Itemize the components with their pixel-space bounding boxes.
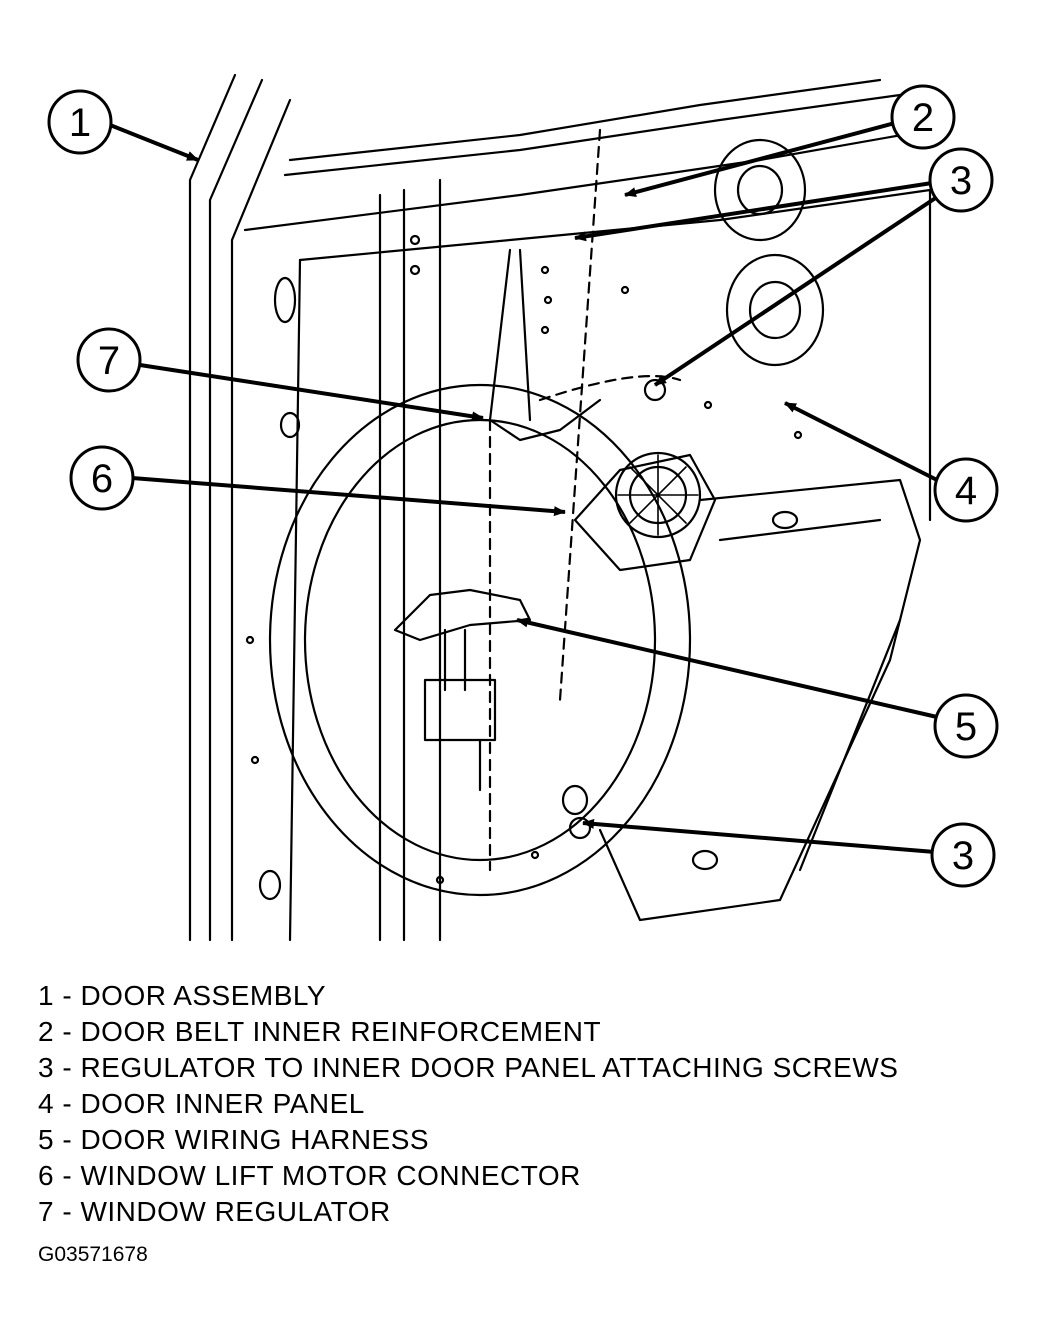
callout-1-number: 1 bbox=[69, 101, 91, 145]
legend-item-4: 4 - DOOR INNER PANEL bbox=[38, 1088, 365, 1119]
leader-line-5 bbox=[516, 617, 938, 719]
leader-line-7 bbox=[139, 363, 484, 422]
leader-line-1 bbox=[109, 123, 199, 162]
door-diagram: 1 2 3 3 4 5 6 7 bbox=[47, 73, 999, 942]
legend: 1 - DOOR ASSEMBLY 2 - DOOR BELT INNER RE… bbox=[38, 978, 898, 1230]
callout-5-number: 5 bbox=[955, 705, 977, 749]
callout-5: 5 bbox=[933, 693, 999, 759]
callout-2: 2 bbox=[890, 84, 956, 150]
callout-6-number: 6 bbox=[91, 457, 113, 501]
legend-item-2: 2 - DOOR BELT INNER REINFORCEMENT bbox=[38, 1016, 602, 1047]
legend-item-5: 5 - DOOR WIRING HARNESS bbox=[38, 1124, 430, 1155]
legend-item-3: 3 - REGULATOR TO INNER DOOR PANEL ATTACH… bbox=[38, 1052, 899, 1083]
callout-3-top-number: 3 bbox=[950, 159, 972, 203]
leader-line-3c bbox=[582, 818, 936, 854]
leader-line-4 bbox=[784, 401, 938, 482]
callout-4: 4 bbox=[933, 457, 999, 523]
leader-line-3b bbox=[653, 193, 942, 387]
callout-7: 7 bbox=[76, 327, 142, 393]
leader-line-6 bbox=[131, 476, 566, 517]
leader-line-3a bbox=[574, 181, 933, 242]
callout-6: 6 bbox=[69, 445, 135, 511]
door-line-art bbox=[188, 73, 932, 942]
legend-item-6: 6 - WINDOW LIFT MOTOR CONNECTOR bbox=[38, 1160, 581, 1191]
callout-2-number: 2 bbox=[912, 96, 934, 140]
callout-3-bottom: 3 bbox=[930, 822, 996, 888]
legend-item-1: 1 - DOOR ASSEMBLY bbox=[38, 980, 327, 1011]
callout-7-number: 7 bbox=[98, 339, 120, 383]
leader-lines bbox=[109, 121, 942, 854]
callout-3-bottom-number: 3 bbox=[952, 834, 974, 878]
figure-id: G03571678 bbox=[38, 1243, 148, 1266]
leader-line-2 bbox=[624, 121, 896, 197]
callout-3-top: 3 bbox=[928, 147, 994, 213]
legend-item-7: 7 - WINDOW REGULATOR bbox=[38, 1196, 391, 1227]
callout-1: 1 bbox=[47, 89, 113, 155]
callout-4-number: 4 bbox=[955, 469, 977, 513]
